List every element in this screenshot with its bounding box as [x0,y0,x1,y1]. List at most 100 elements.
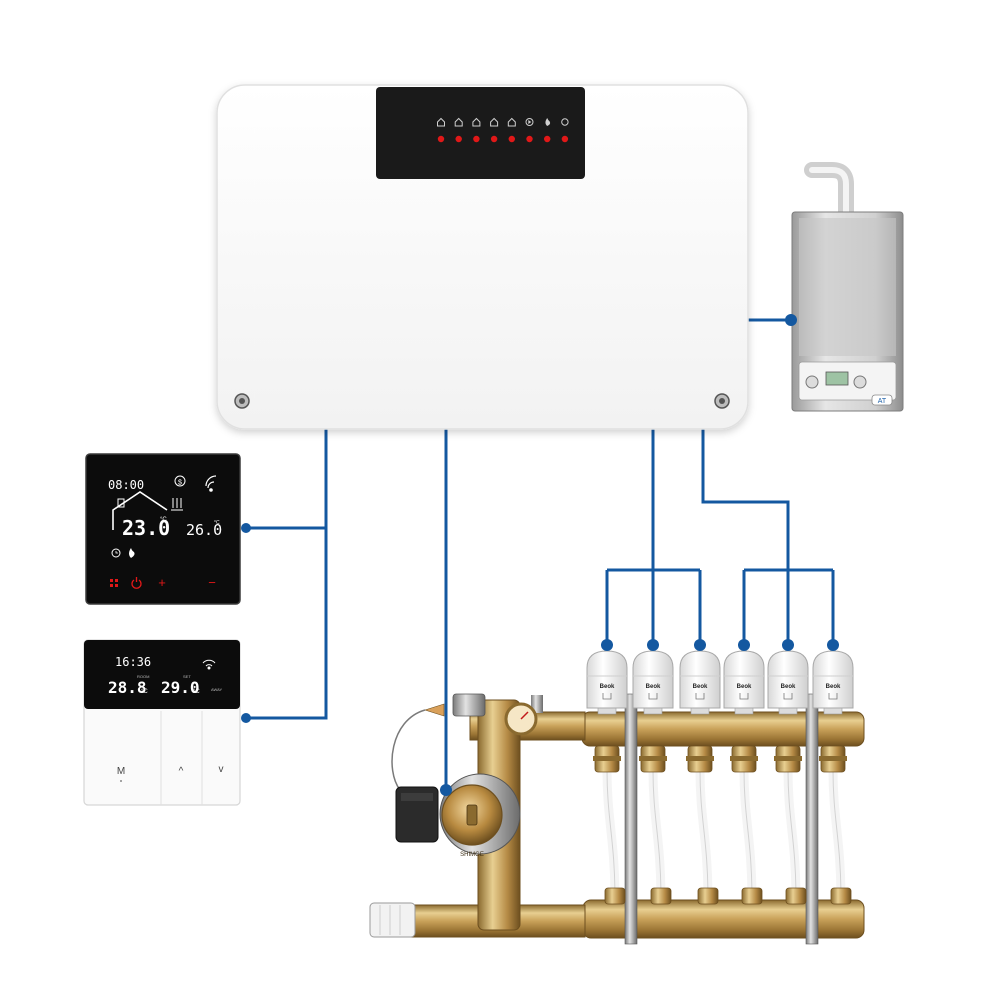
wires [246,318,835,790]
connection-dot [647,639,659,651]
thermostat-white-time: 16:36 [115,655,151,669]
mixing-valve-cap [452,693,486,717]
connection-dot [785,314,797,326]
indicator-led [490,135,498,143]
pump-assembly: SHIMGE [369,693,586,938]
controller-box [216,84,749,430]
return-fitting [830,887,852,905]
flag-icon [117,498,125,508]
home-icon [490,117,499,127]
thermostat-white: 16:36 ROOM 28.8 °C SET 29.0 °C AWAY M ^ … [83,639,241,806]
down-button[interactable]: v [219,764,224,775]
connection-dot [241,523,251,533]
boiler: AT [791,162,904,412]
schedule-icon [111,548,121,558]
riser-pipes [602,765,846,905]
connection-dots [241,314,839,796]
thermostat-white-set-unit: °C [193,689,200,695]
connection-dot [694,639,706,651]
flame-icon [129,548,135,558]
sensor-probe-tip [424,703,445,717]
boiler-dial [805,375,819,389]
mounting-bracket [805,693,819,945]
actuator: Beok [586,650,628,715]
indicator-led [473,135,480,143]
thermostat-black-set-temp: 26.0 [186,521,222,539]
actuator-label: Beok [693,684,708,690]
wire-actuator-group-1 [605,428,702,645]
up-button[interactable]: ^ [179,766,184,777]
thermostat-black-time: 08:00 [108,478,144,492]
home-icon [112,491,168,530]
indicator-led [508,135,515,143]
actuator: Beok [632,650,674,715]
indicator-led [544,135,551,143]
thermostat-black-set-unit: °C [214,520,220,526]
thermostat-white-away-label: AWAY [211,687,223,692]
home-icon [472,117,481,127]
home-icon [454,117,463,127]
indicator-led [561,135,569,143]
indicator-led [455,135,462,143]
svg-text:$: $ [178,480,182,487]
boiler-badge: AT [878,398,887,405]
home-icon [507,117,516,127]
capillary-wire [391,709,426,791]
indicator-led [437,135,445,143]
mounting-bracket [624,693,638,945]
home-icon [437,117,445,127]
connection-dot [241,713,251,723]
power-icon [561,118,569,126]
thermostat-white-screen [84,640,240,709]
pump-slot [466,804,478,826]
thermostat-white-room-temp: 28.8 [108,678,147,697]
mounting-screw [234,393,250,409]
boiler-dial [853,375,867,389]
connection-dot [827,639,839,651]
plus-icon[interactable]: + [158,575,166,590]
mounting-screw [714,393,730,409]
wifi-icon [205,475,217,492]
thermostat-white-room-unit: °C [141,689,148,695]
connection-dot [738,639,750,651]
indicator-led [526,135,533,143]
actuator-label: Beok [781,684,796,690]
mode-button[interactable]: M [117,766,125,777]
return-fitting [650,887,672,905]
thermostat-white-room-label: ROOM [137,674,149,679]
connection-dot [601,639,613,651]
thermostat-white-set-label: SET [183,674,191,679]
thermostat-black-room-temp: 23.0 [122,516,170,540]
pump-label: SHIMGE [460,852,484,858]
return-fitting [785,887,807,905]
boiler-flue-pipe [804,162,854,223]
actuator: Beok [812,650,854,715]
gauge-stem [531,695,543,713]
thermostat-white-set-temp: 29.0 [161,678,200,697]
actuator: Beok [767,650,809,715]
indicator-row [437,117,569,143]
manifold-top-bar [581,711,865,747]
connection-dot [440,784,452,796]
wire-actuator-group-2 [701,428,835,645]
actuator-label: Beok [737,684,752,690]
thermostat-black: 08:00 $ 23.0 °C 26.0 °C [85,453,241,605]
grid-icon[interactable] [110,579,118,587]
controller-indicator-panel [376,87,585,179]
wifi-icon [202,659,216,670]
boiler-display [825,371,849,386]
power-icon[interactable] [131,577,142,589]
wire-thermostats [246,428,328,720]
actuator-label: Beok [600,684,615,690]
controller-body [216,84,749,430]
return-fitting [741,887,763,905]
pump-icon [525,118,534,126]
dollar-icon: $ [174,475,186,487]
flame-icon [545,118,551,126]
thermostat-black-body [85,453,241,605]
boiler-front-panel [799,218,896,356]
minus-icon[interactable]: − [208,575,216,590]
